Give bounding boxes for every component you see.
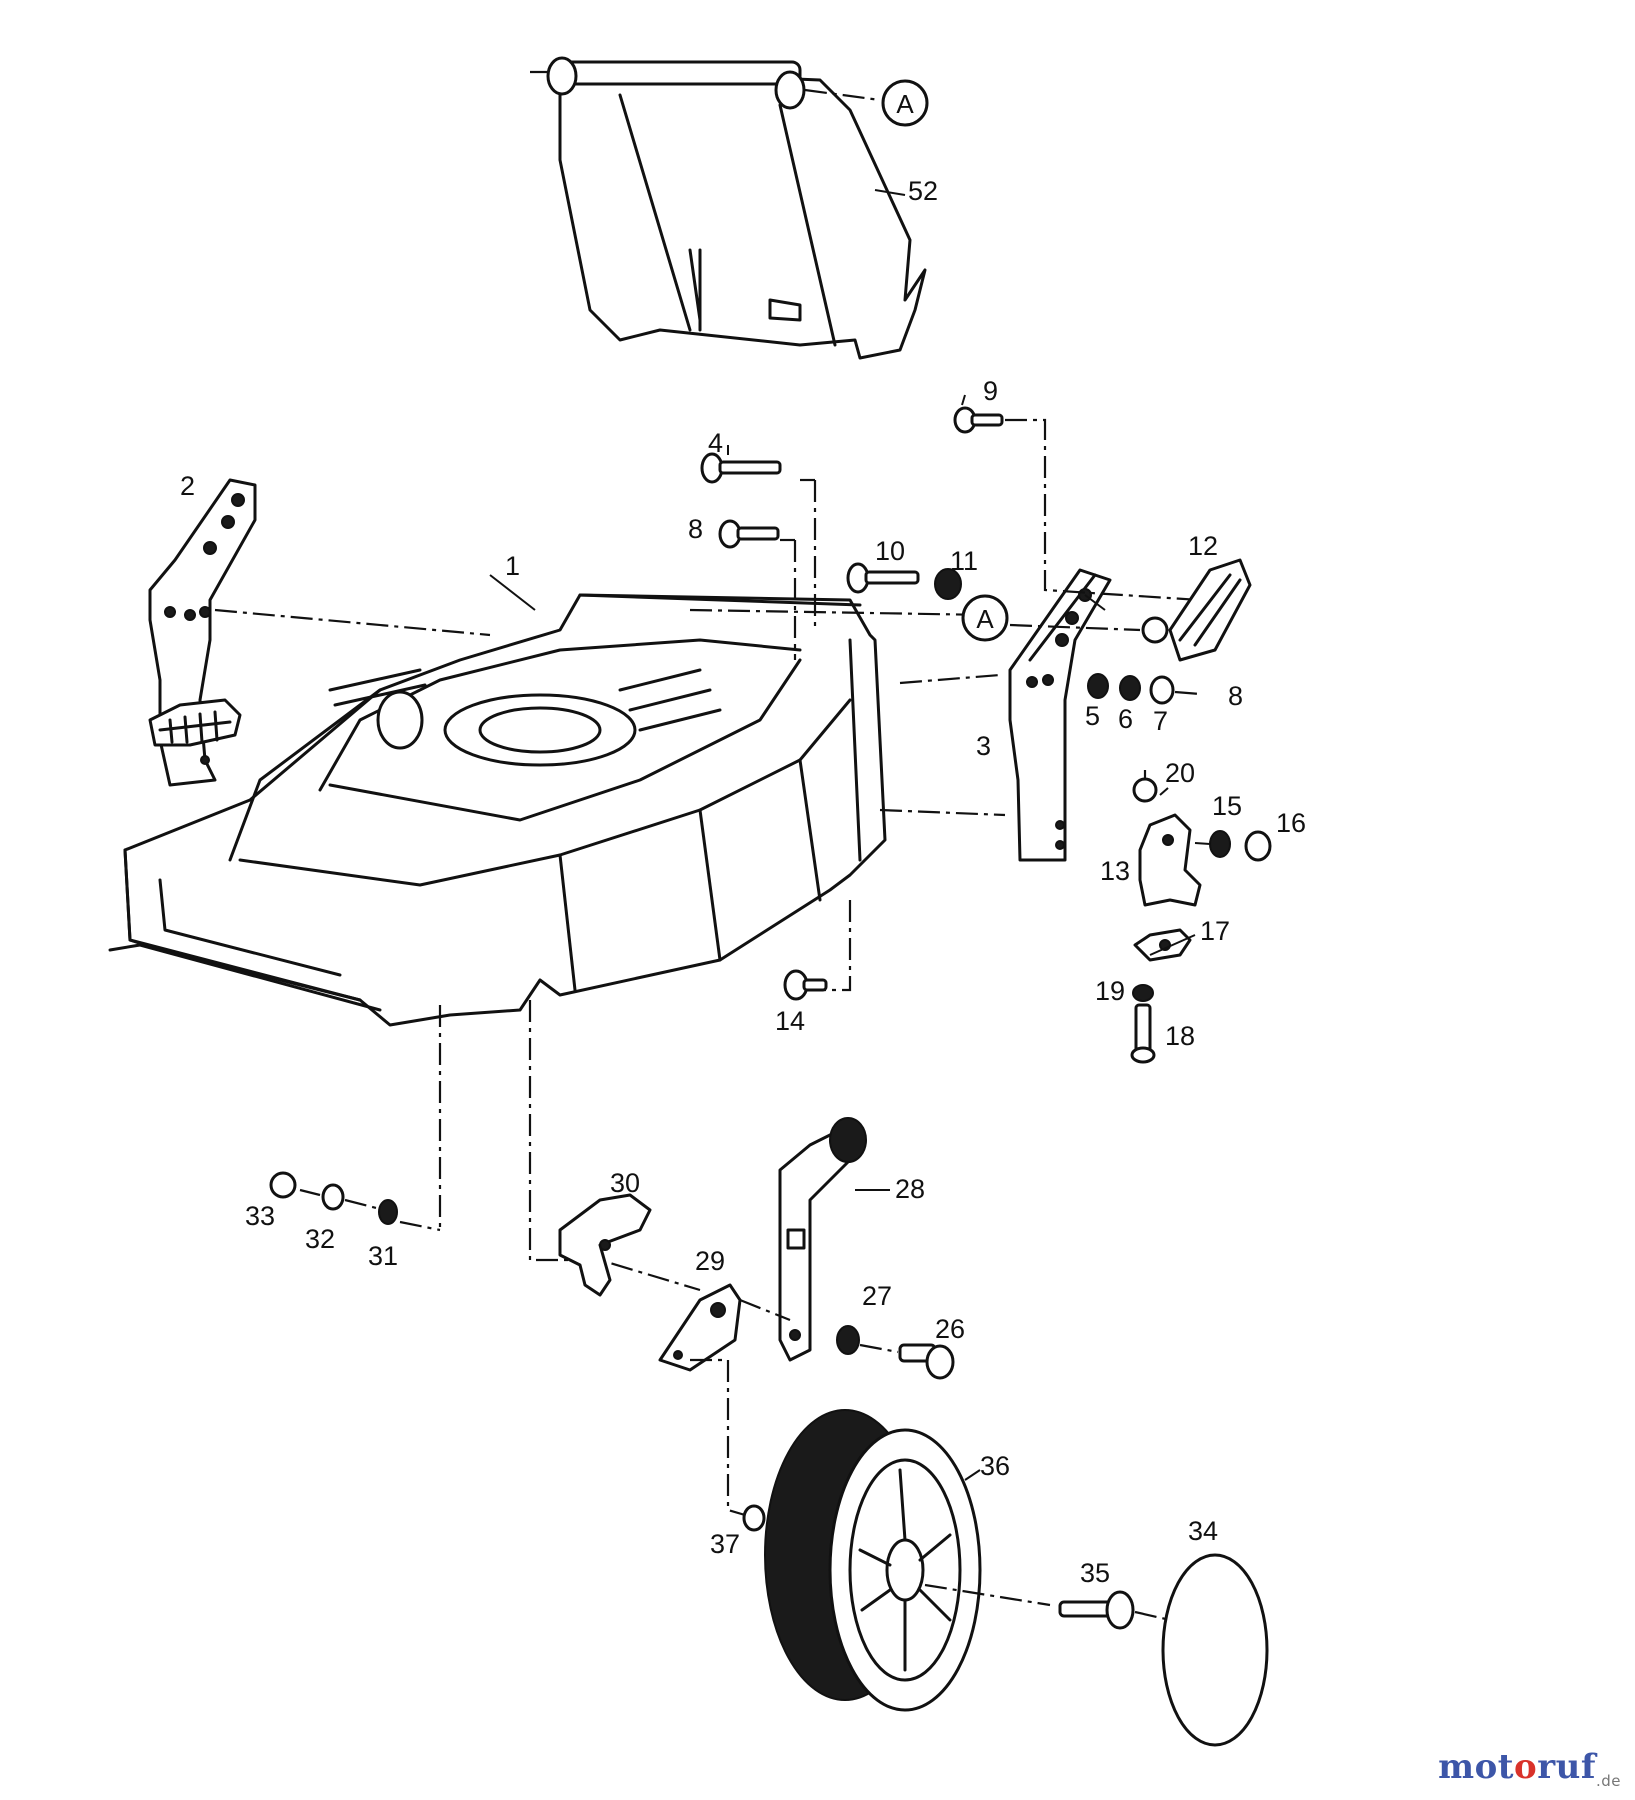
bolt-4	[700, 452, 782, 484]
logo-suffix: .de	[1595, 1772, 1621, 1790]
bolt-8	[718, 519, 780, 549]
part-label-35: 35	[1080, 1558, 1110, 1588]
bolt-26	[898, 1343, 955, 1380]
washer-5	[1087, 673, 1109, 699]
handle-grip-12	[1141, 558, 1252, 662]
part-label-5: 5	[1085, 701, 1100, 731]
reference-mark-a-side: A	[976, 604, 994, 634]
part-label-17: 17	[1200, 916, 1230, 946]
washer-27	[836, 1325, 860, 1355]
part-label-28: 28	[895, 1174, 925, 1204]
part-label-10: 10	[875, 536, 905, 566]
reference-mark-a-top: A	[896, 89, 914, 119]
wheel-36	[764, 1409, 982, 1712]
part-label-12: 12	[1188, 531, 1218, 561]
hub-cap-34	[1161, 1553, 1269, 1747]
bolt-18	[1130, 1003, 1156, 1064]
nut-20	[1132, 777, 1158, 803]
part-label-27: 27	[862, 1281, 892, 1311]
part-label-8: 8	[688, 514, 703, 544]
part-label-26: 26	[935, 1314, 965, 1344]
part-label-15: 15	[1212, 791, 1242, 821]
part-label-18: 18	[1165, 1021, 1195, 1051]
mower-deck-part	[108, 593, 887, 1027]
part-label-7: 7	[1153, 706, 1168, 736]
part-label-34: 34	[1188, 1516, 1218, 1546]
spring-washer-32	[321, 1183, 345, 1211]
washer-6	[1119, 675, 1141, 701]
bolt-14	[783, 969, 828, 1001]
part-label-13: 13	[1100, 856, 1130, 886]
axle-plate-29	[658, 1283, 742, 1372]
washer-37	[742, 1504, 766, 1532]
clamp-17	[1133, 928, 1192, 962]
part-label-1: 1	[505, 551, 520, 581]
motoruf-logo: motoruf.de	[1438, 1747, 1621, 1790]
nut-16	[1244, 830, 1272, 862]
axle-bolt-35	[1058, 1590, 1135, 1630]
reference-circle-a-side	[961, 594, 1009, 642]
height-lever-28	[778, 1117, 867, 1362]
part-label-20: 20	[1165, 758, 1195, 788]
part-label-29: 29	[695, 1246, 725, 1276]
bolt-9	[953, 406, 1004, 434]
part-label-30: 30	[610, 1168, 640, 1198]
part-label-33: 33	[245, 1201, 275, 1231]
part-label-3: 3	[976, 731, 991, 761]
part-label-2: 2	[180, 471, 195, 501]
wheel-bracket-30	[558, 1193, 652, 1297]
grass-flap-part	[546, 56, 927, 360]
part-label-6: 6	[1118, 704, 1133, 734]
logo-part-ruf: ruf	[1537, 1747, 1596, 1788]
bolt-10	[846, 562, 920, 594]
part-label-36: 36	[980, 1451, 1010, 1481]
part-label-11: 11	[950, 546, 978, 576]
part-label-16: 16	[1276, 808, 1306, 838]
part-label-19: 19	[1095, 976, 1125, 1006]
part-label-4: 4	[708, 428, 723, 458]
logo-part-o: o	[1514, 1747, 1538, 1788]
washer-15	[1209, 830, 1231, 858]
part-label-32: 32	[305, 1224, 335, 1254]
logo-part-mot: mot	[1438, 1747, 1515, 1788]
washer-31	[378, 1199, 398, 1225]
part-label-37: 37	[710, 1529, 740, 1559]
nut-11	[934, 568, 962, 600]
part-label-52: 52	[908, 176, 938, 206]
part-label-14: 14	[775, 1006, 805, 1036]
reference-circle-a-top	[881, 79, 929, 127]
washer-19	[1132, 984, 1154, 1002]
nut-33	[269, 1171, 297, 1199]
adjust-lever-13	[1138, 813, 1202, 907]
trailing-mark-8: 8	[1228, 681, 1243, 711]
handle-bracket-left-part	[148, 478, 257, 787]
part-label-9: 9	[983, 376, 998, 406]
nut-7	[1149, 675, 1175, 705]
part-label-31: 31	[368, 1241, 398, 1271]
